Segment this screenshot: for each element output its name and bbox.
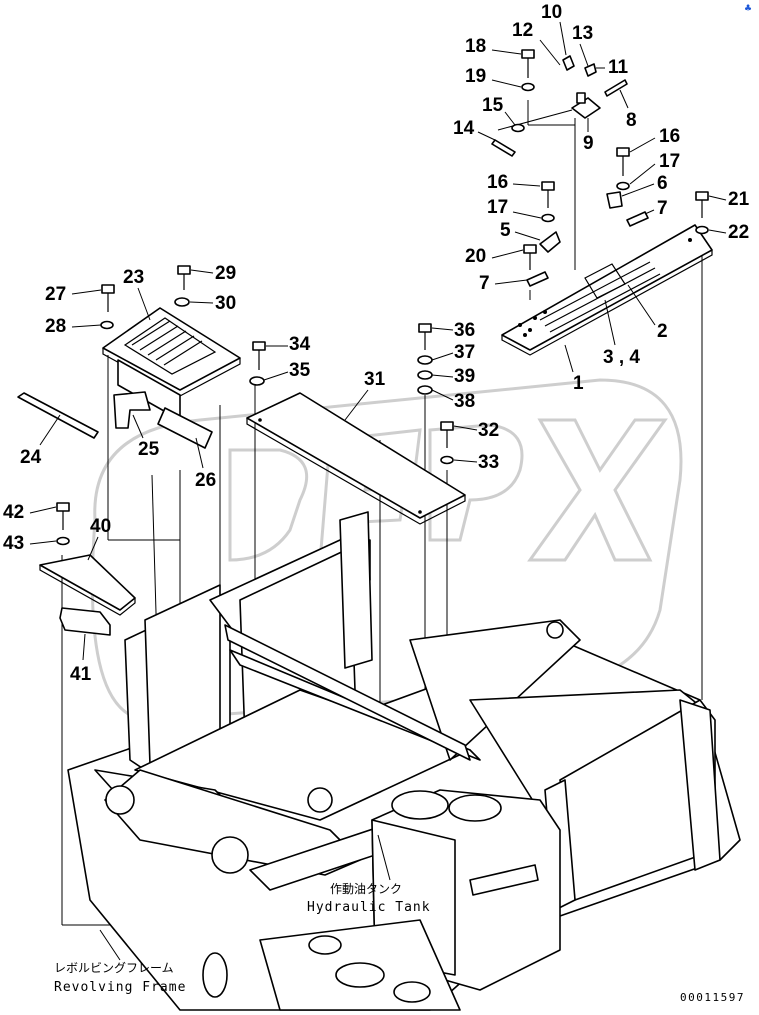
hinge-9 [562, 55, 628, 119]
callout-2: 2 [657, 321, 668, 342]
washer-43 [56, 536, 70, 546]
panel-1 [501, 224, 713, 356]
seal-24 [17, 392, 99, 439]
bolt-20 [523, 244, 537, 270]
callout-39: 39 [454, 366, 475, 387]
bolt-16-top [616, 147, 630, 176]
bolt-29 [177, 265, 191, 290]
washer-15 [511, 123, 525, 133]
cover-plate-31 [246, 392, 466, 525]
callout-34: 34 [289, 334, 311, 355]
callout-27: 27 [45, 284, 66, 305]
callout-31: 31 [364, 369, 386, 390]
washer-39 [417, 370, 433, 380]
bracket-7 [526, 211, 649, 287]
revolving-frame-label-en: Revolving Frame [54, 980, 186, 995]
callout-22: 22 [728, 222, 749, 243]
callout-17: 17 [487, 197, 508, 218]
callout-42: 42 [3, 502, 24, 523]
callout-9: 9 [583, 133, 594, 154]
callout-7-right: 7 [657, 198, 668, 219]
callout-16-top: 16 [659, 126, 680, 147]
callout-18: 18 [465, 36, 486, 57]
washer-22 [695, 225, 709, 235]
bolt-32 [440, 421, 454, 448]
callout-8: 8 [626, 110, 637, 131]
callout-23: 23 [123, 267, 144, 288]
callout-10: 10 [541, 2, 562, 23]
bolt-21 [695, 191, 709, 218]
hydraulic-tank-label-jp: 作動油タンク [330, 882, 402, 896]
callout-26: 26 [195, 470, 216, 491]
cross-beam [224, 624, 471, 761]
hydraulic-tank-label-en: Hydraulic Tank [307, 900, 431, 915]
callout-1: 1 [573, 373, 584, 394]
callout-41: 41 [70, 664, 92, 685]
bolt-16 [541, 181, 555, 208]
callout-40: 40 [90, 516, 111, 537]
washer-19 [521, 82, 535, 92]
callout-30: 30 [215, 293, 236, 314]
callout-33: 33 [478, 452, 499, 473]
plate-40 [39, 554, 136, 616]
washer-17 [541, 213, 555, 223]
bolt-18 [521, 49, 535, 78]
callout-36: 36 [454, 320, 475, 341]
callout-37: 37 [454, 342, 475, 363]
callout-28: 28 [45, 316, 66, 337]
washer-38 [417, 385, 433, 395]
bolt-27 [101, 284, 115, 312]
corner-mark: ♣ [744, 4, 752, 14]
callout-13: 13 [572, 23, 593, 44]
washer-33 [440, 455, 454, 465]
callout-14: 14 [453, 118, 475, 139]
grille-cover-23 [102, 307, 241, 421]
block-25 [113, 391, 151, 429]
callout-16: 16 [487, 172, 508, 193]
block-26 [157, 407, 213, 449]
callout-21: 21 [728, 189, 750, 210]
bolt-36 [418, 323, 432, 350]
callout-7-left: 7 [479, 273, 490, 294]
callout-24: 24 [20, 447, 42, 468]
bracket-6 [606, 191, 623, 209]
callout-25: 25 [138, 439, 160, 460]
reference-number: 00011597 [680, 991, 745, 1004]
callout-38: 38 [454, 391, 475, 412]
bolt-42 [56, 502, 70, 530]
washer-35 [249, 376, 265, 386]
callout-11: 11 [608, 57, 629, 78]
bracket-5 [539, 231, 561, 253]
callout-5: 5 [500, 220, 511, 241]
washer-28 [100, 320, 114, 330]
washer-17-top [616, 181, 630, 191]
callout-35: 35 [289, 360, 311, 381]
callout-20: 20 [465, 246, 486, 267]
revolving-frame-label-jp: レボルビングフレーム [54, 961, 174, 975]
block-41 [59, 607, 111, 636]
callout-12: 12 [512, 20, 533, 41]
callout-32: 32 [478, 420, 499, 441]
callout-15: 15 [482, 95, 504, 116]
callout-29: 29 [215, 263, 236, 284]
callout-3-4: 3 , 4 [603, 347, 640, 368]
callout-19: 19 [465, 66, 486, 87]
bolt-34 [252, 341, 266, 370]
callout-17-top: 17 [659, 151, 680, 172]
callout-43: 43 [3, 533, 24, 554]
washer-37 [417, 355, 433, 365]
washer-30 [174, 297, 190, 307]
callouts: 1 2 3 , 4 5 6 7 7 8 9 10 11 12 13 14 15 … [3, 2, 750, 685]
revolving-frame [67, 511, 741, 1011]
pin-14 [491, 139, 516, 157]
callout-6: 6 [657, 173, 668, 194]
